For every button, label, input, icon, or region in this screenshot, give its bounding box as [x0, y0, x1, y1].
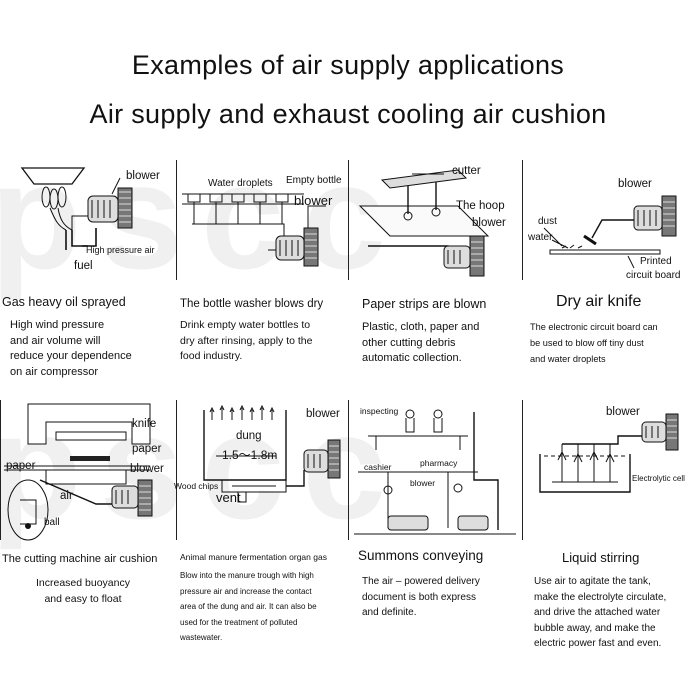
panel-dry-air-knife: blower dust water Printed circuit board … [522, 150, 696, 390]
panel-description: The air – powered delivery document is b… [362, 576, 480, 618]
sub-title: Air supply and exhaust cooling air cushi… [89, 99, 607, 129]
cutting-machine-diagram [4, 403, 153, 541]
panel-heading: Paper strips are blown [362, 297, 487, 311]
label-inspecting: inspecting [360, 406, 399, 416]
label-knife: knife [132, 418, 157, 430]
label-dung: dung [236, 430, 262, 442]
panel-cutting-machine: knife paper paper blower air ball The cu… [0, 400, 176, 610]
label-blower: blower [306, 408, 340, 420]
label-electrolytic-cell: Electrolytic cell [632, 474, 685, 483]
label-blower: blower [472, 217, 506, 229]
panel-heading: The bottle washer blows dry [180, 298, 324, 310]
panel-description: Plastic, cloth, paper and other cutting … [362, 321, 480, 364]
label-water: water [528, 232, 553, 243]
label-high-pressure-air: High pressure air [86, 245, 155, 255]
label-dust: dust [538, 216, 557, 227]
panel-description: Increased buoyancy and easy to float [36, 577, 130, 605]
label-the-hoop: The hoop [456, 200, 505, 212]
liquid-stirring-diagram [539, 413, 679, 493]
divider [0, 400, 1, 540]
watermark: pscc [0, 132, 404, 300]
label-blower: blower [618, 178, 652, 190]
panel-description: High wind pressure and air volume will r… [10, 319, 132, 378]
divider [176, 160, 177, 280]
label-paper-left: paper [6, 460, 36, 472]
summons-conveying-diagram [354, 409, 516, 535]
gas-oil-spray-diagram [20, 167, 133, 250]
label-empty-bottle: Empty bottle [286, 175, 342, 186]
label-blower: blower [410, 478, 436, 488]
panel-description: Use air to agitate the tank, make the el… [534, 576, 667, 649]
divider [348, 160, 349, 280]
main-title: Examples of air supply applications [131, 50, 565, 80]
label-circuit-board: circuit board [626, 270, 681, 281]
label-water-droplets: Water droplets [208, 178, 273, 189]
panel-gas-oil-spray: blower High pressure air fuel Gas heavy … [0, 150, 176, 390]
label-wood-chips: Wood chips [174, 481, 219, 491]
label-vent: vent [216, 490, 241, 505]
panel-heading: Animal manure fermentation organ gas [180, 552, 327, 562]
label-depth: 1.5～1.8m [222, 448, 278, 462]
label-blower: blower [130, 463, 164, 475]
divider [348, 400, 349, 540]
manure-fermentation-diagram [203, 404, 341, 503]
panel-liquid-stirring: blower Electrolytic cell Liquid stirring… [522, 400, 696, 650]
dry-air-knife-diagram [543, 195, 677, 269]
panel-heading: The cutting machine air cushion [2, 553, 158, 565]
label-fuel: fuel [74, 260, 93, 272]
panel-description: Blow into the manure trough with high pr… [180, 571, 317, 642]
panel-bottle-washer: Water droplets Empty bottle blower The b… [176, 150, 348, 390]
label-blower: blower [126, 170, 160, 182]
label-air: air [60, 490, 73, 502]
label-printed: Printed [640, 256, 672, 267]
label-cashier: cashier [364, 462, 392, 472]
bottle-washer-diagram [182, 193, 326, 267]
panel-heading: Summons conveying [358, 548, 484, 563]
panel-summons-conveying: inspecting pharmacy cashier blower Summo… [348, 400, 522, 630]
label-paper: paper [132, 443, 162, 455]
label-ball: ball [44, 517, 60, 528]
paper-strips-diagram [358, 169, 490, 277]
divider [522, 400, 523, 540]
divider [176, 400, 177, 540]
label-cutter: cutter [452, 165, 481, 177]
divider [522, 160, 523, 280]
panel-heading: Liquid stirring [562, 550, 640, 565]
panel-paper-strips: cutter The hoop blower Paper strips are … [348, 150, 522, 390]
label-pharmacy: pharmacy [420, 458, 458, 468]
panel-heading: Dry air knife [556, 293, 642, 310]
panel-description: The electronic circuit board can be used… [530, 322, 658, 364]
panel-description: Drink empty water bottles to dry after r… [180, 319, 313, 362]
label-blower: blower [294, 193, 333, 208]
panel-manure-fermentation: blower dung 1.5～1.8m Wood chips vent Ani… [174, 400, 348, 650]
label-blower: blower [606, 406, 640, 418]
panel-heading: Gas heavy oil sprayed [2, 295, 126, 309]
